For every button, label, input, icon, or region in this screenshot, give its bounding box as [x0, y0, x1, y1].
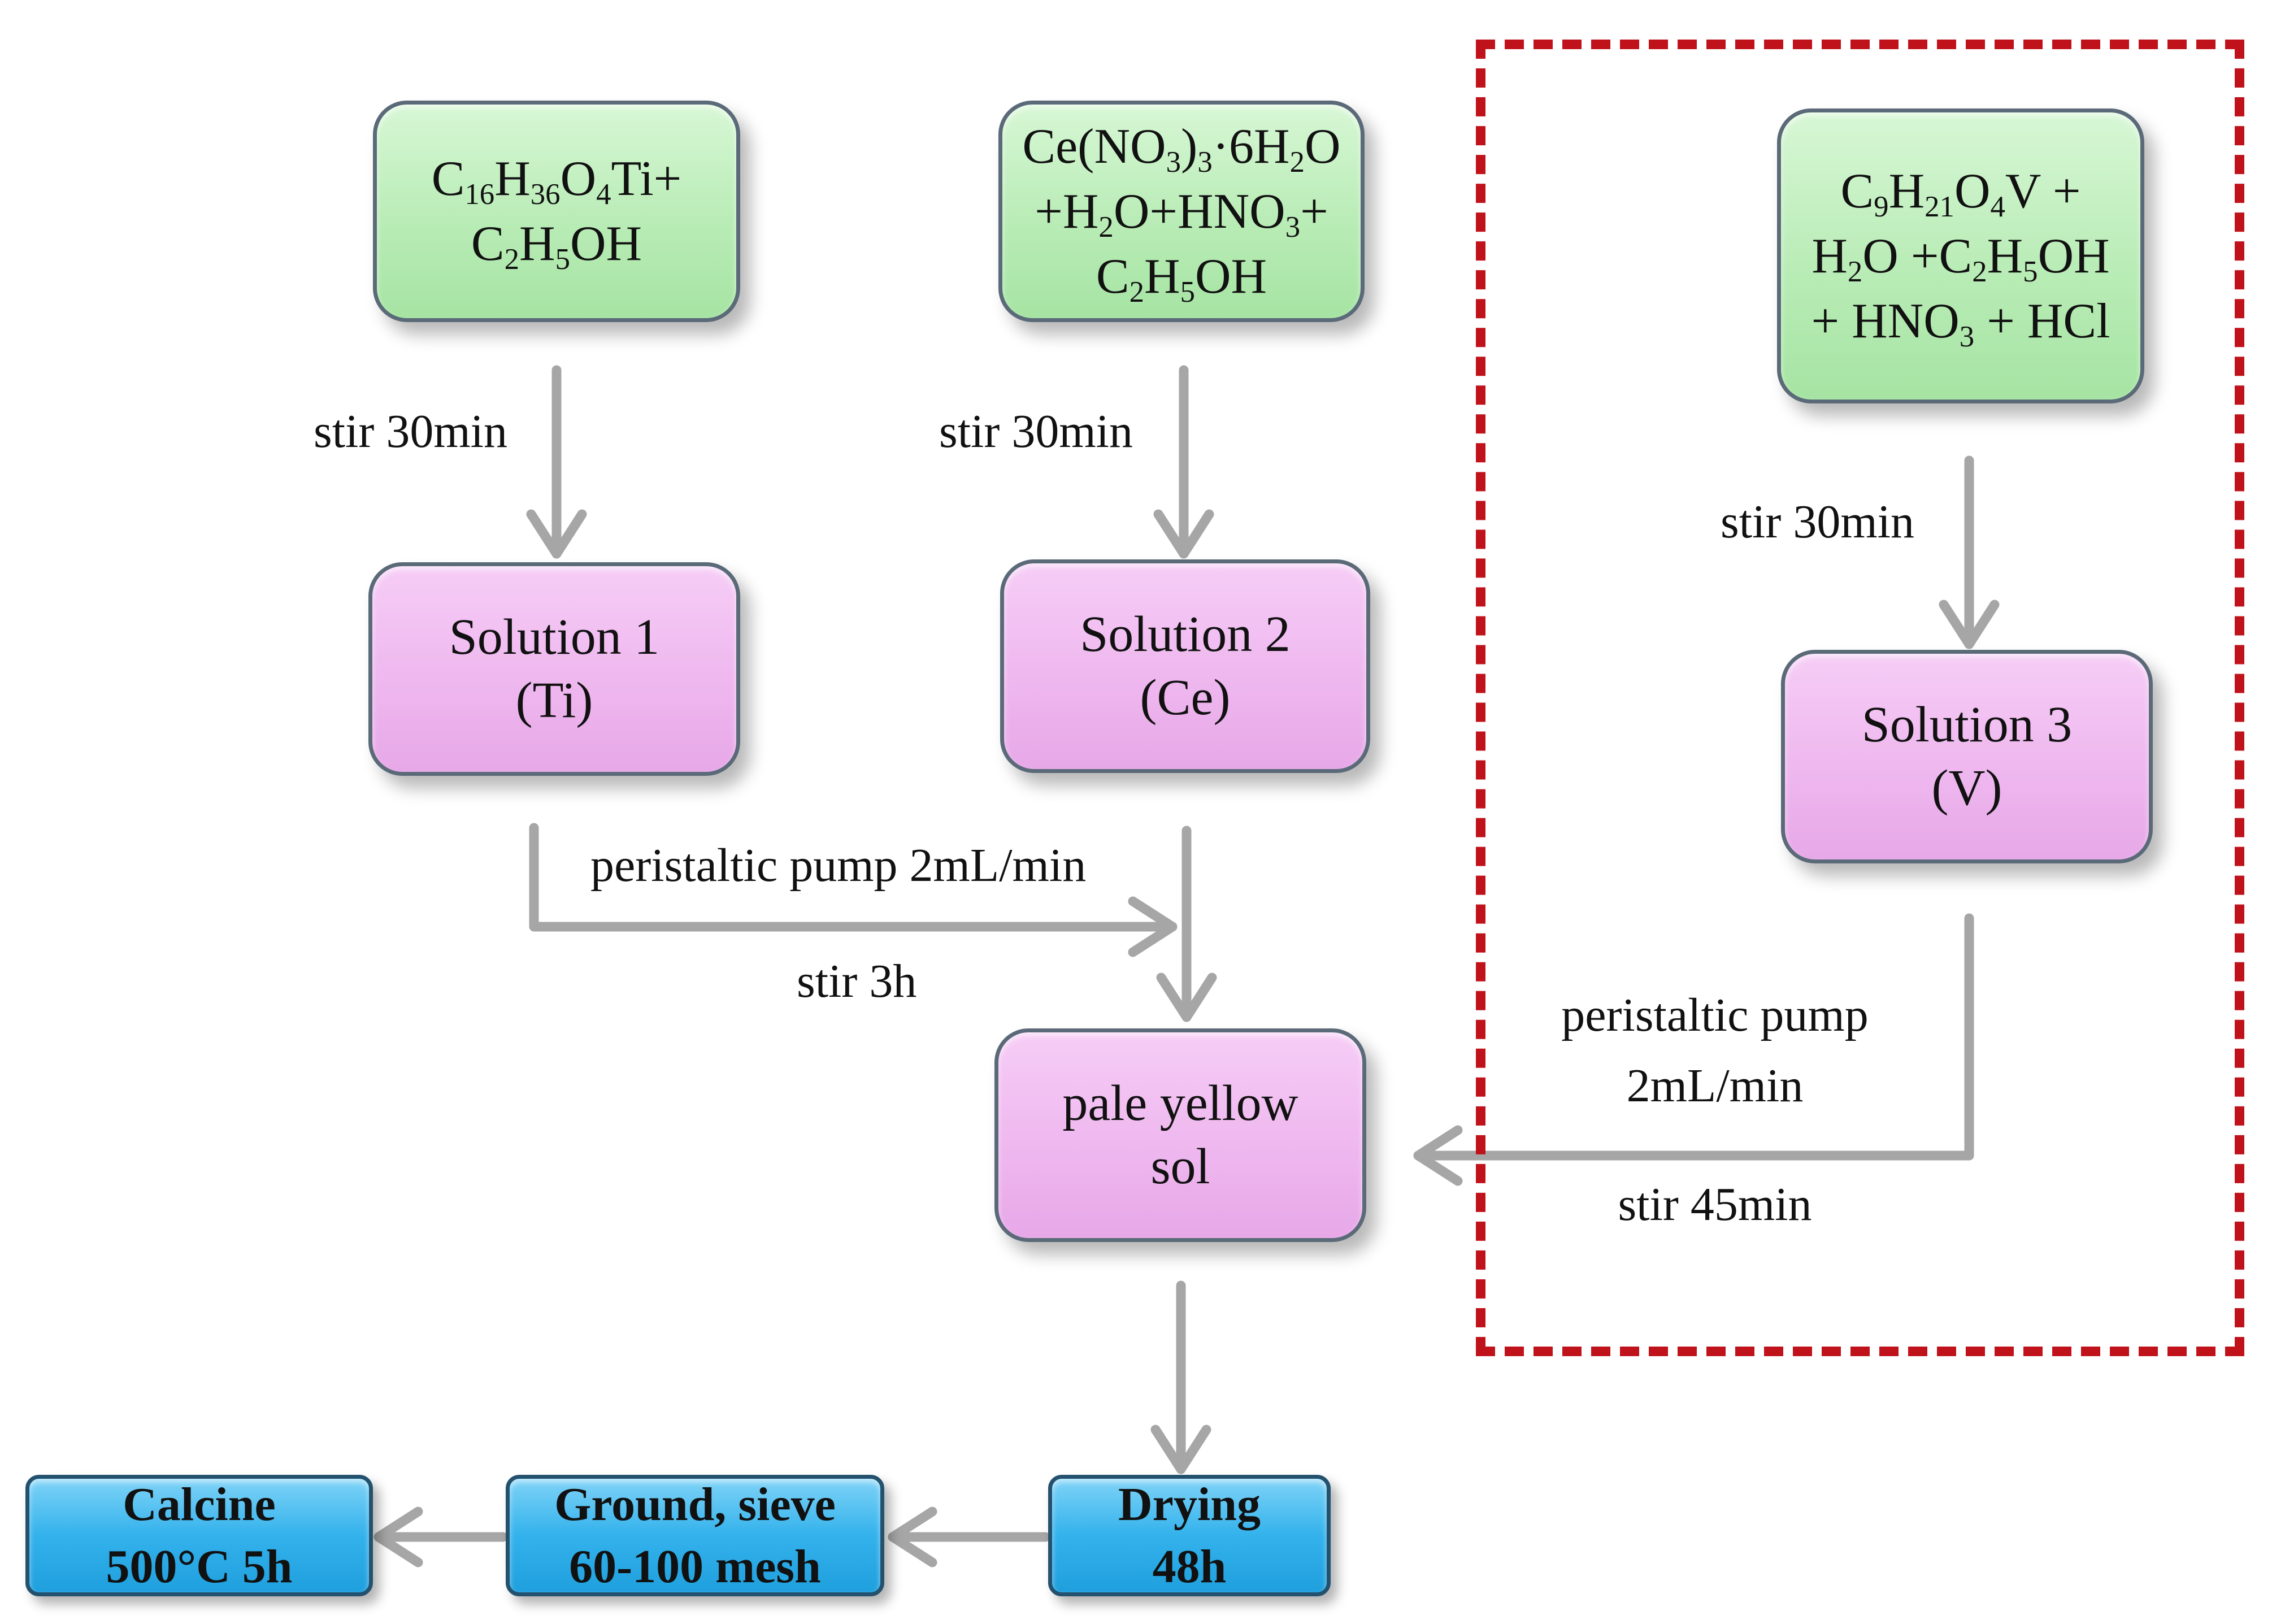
solution1-title: Solution 1 [449, 609, 660, 665]
sol-title: pale yellow [1062, 1075, 1298, 1131]
ti-precursor-box: C16H36O4Ti+ C2H5OH [373, 101, 740, 322]
ce-line-3: C2H5OH [1096, 249, 1267, 309]
stir-label-ti: stir 30min [314, 405, 508, 458]
stir-45-label: stir 45min [1618, 1178, 1812, 1231]
stir-label-ce: stir 30min [939, 405, 1133, 458]
solution1-element: (Ti) [515, 672, 593, 728]
drying-title: Drying [1118, 1478, 1261, 1531]
stir-label-v: stir 30min [1721, 496, 1915, 548]
solution2-element: (Ce) [1140, 670, 1231, 726]
ground-title: Ground, sieve [554, 1478, 836, 1531]
pump-label-v-2: 2mL/min [1626, 1059, 1804, 1112]
stir-3h-label: stir 3h [797, 955, 917, 1008]
ti-formula: C16H36O4Ti+ [431, 151, 682, 211]
v-line-2: H2O +C2H5OH [1811, 228, 2110, 288]
solution1-box: Solution 1 (Ti) [368, 562, 740, 776]
arrow-solution3-to-sol [1413, 913, 1974, 1186]
pump-label-ti: peristaltic pump 2mL/min [590, 839, 1087, 892]
solution2-title: Solution 2 [1080, 606, 1291, 662]
pale-yellow-sol-box: pale yellow sol [994, 1028, 1366, 1242]
ground-mesh: 60-100 mesh [569, 1540, 821, 1593]
v-line-3: + HNO3 + HCl [1811, 293, 2110, 353]
drying-box: Drying 48h [1048, 1475, 1331, 1596]
sol-subtitle: sol [1150, 1139, 1210, 1195]
calcine-box: Calcine 500°C 5h [25, 1475, 373, 1596]
vanadium-dashed-frame [1476, 40, 2244, 1356]
ce-line-2: +H2O+HNO3+ [1035, 184, 1328, 244]
solution2-box: Solution 2 (Ce) [1000, 559, 1370, 773]
solution3-element: (V) [1931, 760, 2002, 816]
solution3-box: Solution 3 (V) [1781, 650, 2153, 863]
ground-sieve-box: Ground, sieve 60-100 mesh [506, 1475, 884, 1596]
calcine-conditions: 500°C 5h [106, 1540, 293, 1593]
ti-solvent: C2H5OH [471, 216, 642, 276]
ce-precursor-box: Ce(NO3)3·6H2O +H2O+HNO3+ C2H5OH [998, 101, 1365, 322]
ce-line-1: Ce(NO3)3·6H2O [1022, 119, 1341, 179]
v-precursor-box: C9H21O4V + H2O +C2H5OH + HNO3 + HCl [1777, 108, 2144, 403]
pump-label-v-1: peristaltic pump [1561, 989, 1869, 1041]
v-line-1: C9H21O4V + [1840, 163, 2081, 223]
arrow-solution1-to-mix [529, 823, 1178, 957]
calcine-title: Calcine [123, 1478, 276, 1531]
drying-duration: 48h [1152, 1540, 1227, 1593]
solution3-title: Solution 3 [1861, 697, 2073, 753]
